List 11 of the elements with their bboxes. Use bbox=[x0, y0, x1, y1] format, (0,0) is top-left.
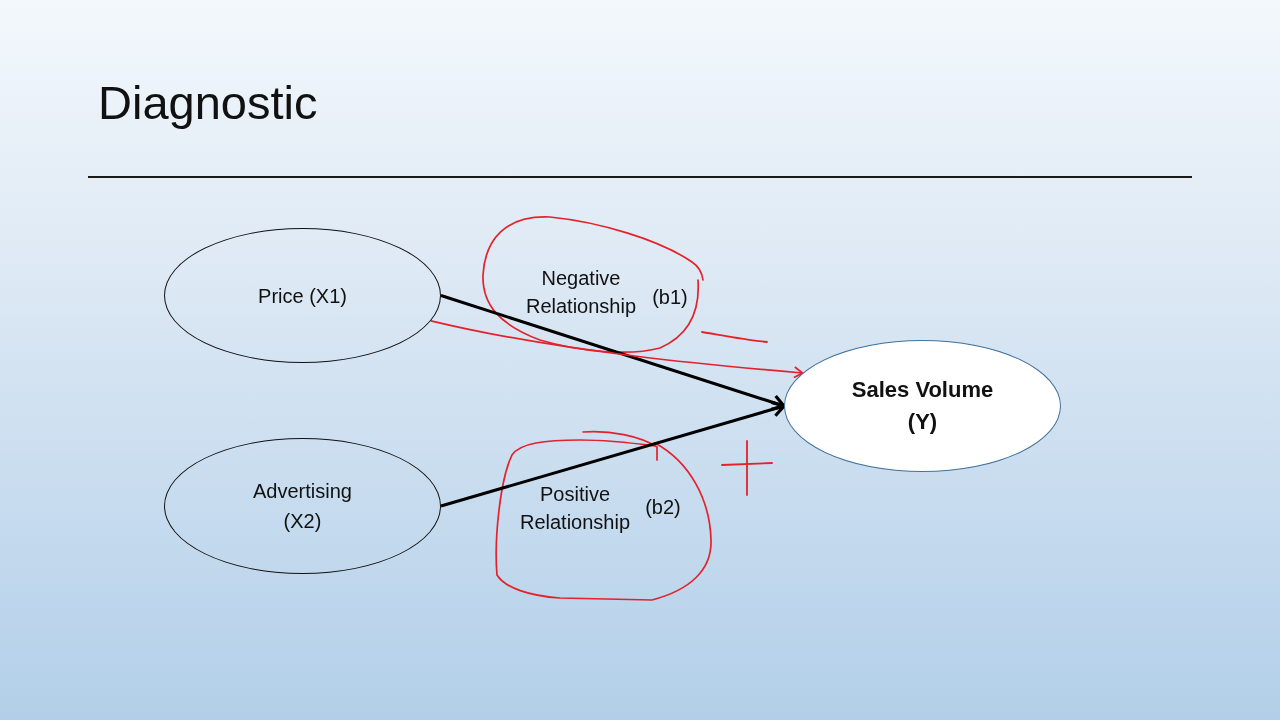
arrow bbox=[440, 400, 786, 508]
arrow bbox=[440, 294, 786, 411]
coefficient-label: (b1) bbox=[651, 285, 689, 310]
slide-title: Diagnostic bbox=[98, 75, 318, 131]
relationship-label: Negative Relationship bbox=[524, 266, 638, 319]
node-label: Sales Volume (Y) bbox=[850, 376, 995, 436]
coefficient-label: (b2) bbox=[644, 495, 682, 520]
node-label: Price (X1) bbox=[258, 283, 347, 309]
arrow bbox=[430, 319, 804, 379]
node-label: Advertising (X2) bbox=[252, 479, 353, 534]
relationship-label: Positive Relationship bbox=[518, 482, 632, 535]
